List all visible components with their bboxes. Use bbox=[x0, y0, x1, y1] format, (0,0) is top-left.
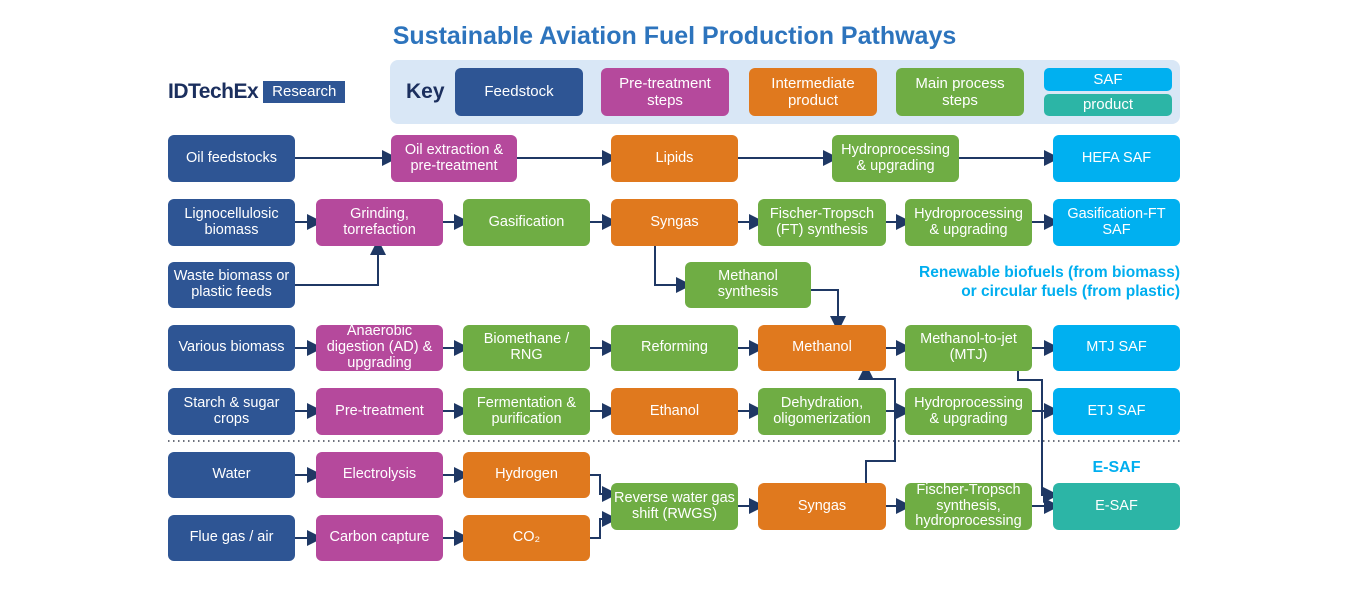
legend-title: Key bbox=[406, 80, 445, 103]
node-water: Water bbox=[168, 452, 295, 498]
node-waste-biomass: Waste biomass or plastic feeds bbox=[168, 262, 295, 308]
page-title: Sustainable Aviation Fuel Production Pat… bbox=[392, 22, 957, 50]
node-oil-feedstocks: Oil feedstocks bbox=[168, 135, 295, 182]
node-starch-sugar-crops: Starch & sugar crops bbox=[168, 388, 295, 435]
node-oil-extraction: Oil extraction & pre-treatment bbox=[391, 135, 517, 182]
node-ethanol: Ethanol bbox=[611, 388, 738, 435]
straight-arrows bbox=[295, 150, 1060, 546]
key-item-process: Main process steps bbox=[896, 68, 1024, 116]
node-lipids: Lipids bbox=[611, 135, 738, 182]
renewable-annotation-line2: or circular fuels (from plastic) bbox=[961, 283, 1180, 300]
node-ft-synthesis: Fischer-Tropsch (FT) synthesis bbox=[758, 199, 886, 246]
node-anaerobic-digestion: Anaerobic digestion (AD) & upgrading bbox=[316, 323, 443, 371]
node-syngas-biomass: Syngas bbox=[611, 199, 738, 246]
node-biomethane-rng: Biomethane / RNG bbox=[463, 325, 590, 371]
node-lignocellulosic-biomass: Lignocellulosic biomass bbox=[168, 199, 295, 246]
node-reforming: Reforming bbox=[611, 325, 738, 371]
node-hydroprocessing-gasft: Hydroprocessing & upgrading bbox=[905, 199, 1032, 246]
node-methanol-synthesis: Methanol synthesis bbox=[685, 262, 811, 308]
esaf-section-label: E-SAF bbox=[1092, 459, 1141, 476]
node-electrolysis: Electrolysis bbox=[316, 452, 443, 498]
node-flue-gas-air: Flue gas / air bbox=[168, 515, 295, 561]
node-rwgs: Reverse water gas shift (RWGS) bbox=[611, 483, 738, 530]
renewable-fuels-annotation: Renewable biofuels (from biomass) or cir… bbox=[830, 263, 1180, 301]
node-ft-synthesis-hydroprocessing: Fischer-Tropsch synthesis, hydroprocessi… bbox=[905, 482, 1032, 530]
key-item-feedstock: Feedstock bbox=[455, 68, 583, 116]
key-saf-top: SAF bbox=[1044, 68, 1172, 91]
key-item-intermediate: Intermediate product bbox=[749, 68, 877, 116]
node-mtj-saf: MTJ SAF bbox=[1053, 325, 1180, 371]
key-saf-bottom: product bbox=[1044, 93, 1172, 116]
node-hydroprocessing-etj: Hydroprocessing & upgrading bbox=[905, 388, 1032, 435]
node-gasification: Gasification bbox=[463, 199, 590, 246]
node-grinding-torrefaction: Grinding, torrefaction bbox=[316, 199, 443, 246]
node-methanol: Methanol bbox=[758, 325, 886, 371]
node-gasification-ft-saf: Gasification-FT SAF bbox=[1053, 199, 1180, 246]
node-hydroprocessing-hefa: Hydroprocessing & upgrading bbox=[832, 135, 959, 182]
logo-brand-text: IDTechEx bbox=[168, 80, 259, 103]
node-fermentation-purification: Fermentation & purification bbox=[463, 388, 590, 435]
node-carbon-capture: Carbon capture bbox=[316, 515, 443, 561]
renewable-annotation-line1: Renewable biofuels (from biomass) bbox=[919, 264, 1180, 281]
node-syngas-esaf: Syngas bbox=[758, 483, 886, 530]
key-item-pretreatment: Pre-treatment steps bbox=[601, 68, 729, 116]
legend-panel: Key Feedstock Pre-treatment steps Interm… bbox=[390, 60, 1180, 124]
node-co2: CO₂ bbox=[463, 515, 590, 561]
node-dehydration-oligomerization: Dehydration, oligomerization bbox=[758, 388, 886, 435]
node-hefa-saf: HEFA SAF bbox=[1053, 135, 1180, 182]
logo-research-badge: Research bbox=[263, 81, 346, 103]
node-hydrogen: Hydrogen bbox=[463, 452, 590, 498]
node-e-saf: E-SAF bbox=[1053, 483, 1180, 530]
node-pre-treatment: Pre-treatment bbox=[316, 388, 443, 435]
node-etj-saf: ETJ SAF bbox=[1053, 388, 1180, 435]
elbow-arrows bbox=[295, 239, 1059, 539]
key-item-saf-product: SAF product bbox=[1044, 68, 1172, 116]
node-various-biomass: Various biomass bbox=[168, 325, 295, 371]
idtechex-logo: IDTechEx Research bbox=[168, 80, 346, 104]
node-methanol-to-jet: Methanol-to-jet (MTJ) bbox=[905, 325, 1032, 371]
